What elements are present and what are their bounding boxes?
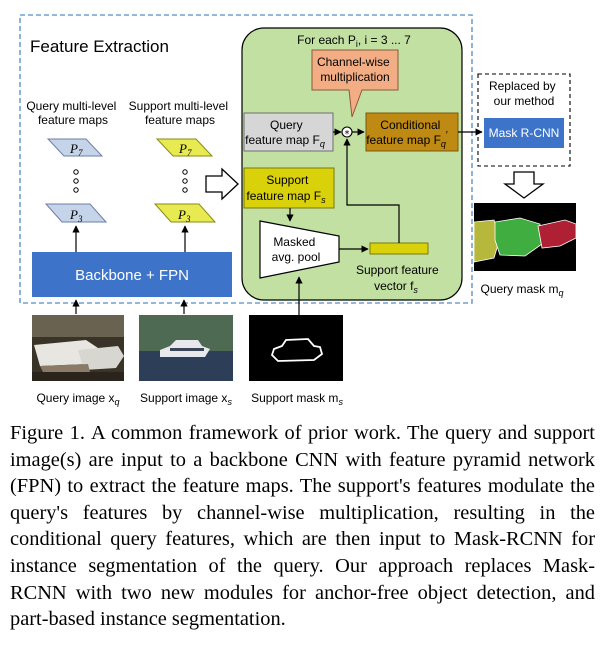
query-feature-map-label: Query feature map Fq	[245, 118, 325, 149]
feature-extraction-frame	[19, 14, 473, 304]
query-image-floor	[32, 372, 124, 381]
for-each-label: For each Pi, i = 3 ... 7	[297, 33, 411, 49]
support-dot	[182, 187, 188, 193]
hollow-arrow-right	[205, 167, 239, 201]
support-image	[139, 315, 233, 381]
channel-wise-callout	[311, 49, 399, 118]
support-mask-image	[249, 315, 343, 381]
query-p3-label: P3	[69, 207, 83, 224]
query-p7-label: P7	[69, 141, 83, 158]
query-feature-map-box	[243, 112, 334, 152]
support-p7-map	[155, 138, 214, 157]
query-mask-region-green	[494, 217, 543, 257]
support-feature-map-box	[243, 167, 335, 209]
query-p3-map	[44, 203, 108, 223]
query-image-boat	[78, 346, 124, 370]
caption-label: Figure 1.	[10, 422, 85, 444]
mask-rcnn-box	[484, 118, 564, 148]
query-mask-image	[473, 203, 577, 271]
support-image-ship-windows	[170, 348, 204, 351]
pool-label: Masked avg. pool	[272, 235, 321, 264]
query-mask-label: Query mask mq	[480, 282, 563, 298]
query-image-backdrop	[32, 315, 124, 337]
query-image	[32, 315, 124, 381]
support-vector-label: Support feature vector fs	[356, 263, 442, 295]
support-image-label: Support image xs	[140, 391, 232, 407]
query-dot	[73, 178, 79, 184]
backbone-box	[32, 252, 232, 297]
caption-text: A common framework of prior work. The qu…	[10, 422, 595, 631]
query-dot	[73, 187, 79, 193]
query-mask-region-red	[537, 219, 577, 249]
support-feature-map-label: Support feature map Fs	[246, 173, 326, 205]
support-p3-label: P3	[177, 207, 191, 224]
multiply-symbol: *	[345, 129, 350, 140]
framework-diagram: Feature Extraction Query multi-level fea…	[19, 14, 577, 407]
query-levels-label: Query multi-level feature maps	[26, 99, 119, 127]
query-image-boat-hull	[40, 364, 90, 374]
support-p3-map	[153, 203, 217, 223]
figure-caption: Figure 1.A common framework of prior wor…	[10, 420, 595, 633]
query-dot	[73, 169, 79, 175]
support-pyramid: P7 P3	[153, 138, 217, 224]
support-dot	[182, 178, 188, 184]
query-p7-map	[46, 138, 104, 157]
replaced-region	[477, 73, 571, 167]
backbone-label: Backbone + FPN	[75, 267, 189, 284]
mask-rcnn-label: Mask R-CNN	[489, 126, 560, 140]
callout-label: Channel-wise multiplication	[317, 55, 393, 84]
support-p7-label: P7	[178, 141, 192, 158]
support-feature-vector	[369, 242, 429, 255]
support-levels-label: Support multi-level feature maps	[129, 99, 232, 127]
section-title: Feature Extraction	[30, 37, 169, 56]
support-mask-outline	[270, 338, 324, 362]
query-pyramid: P7 P3	[44, 138, 108, 224]
arrow-vector-to-multiply	[343, 138, 400, 243]
hollow-arrow-down	[503, 171, 545, 199]
conditional-feature-map-label: Conditional feature map Fq′	[366, 118, 448, 149]
masked-avg-pool-block	[259, 220, 340, 279]
support-mask-label: Support mask ms	[251, 391, 343, 407]
query-image-label: Query image xq	[36, 391, 119, 407]
query-mask-region-yellow	[473, 219, 501, 263]
support-dot	[182, 169, 188, 175]
replaced-label: Replaced by our method	[489, 79, 559, 108]
